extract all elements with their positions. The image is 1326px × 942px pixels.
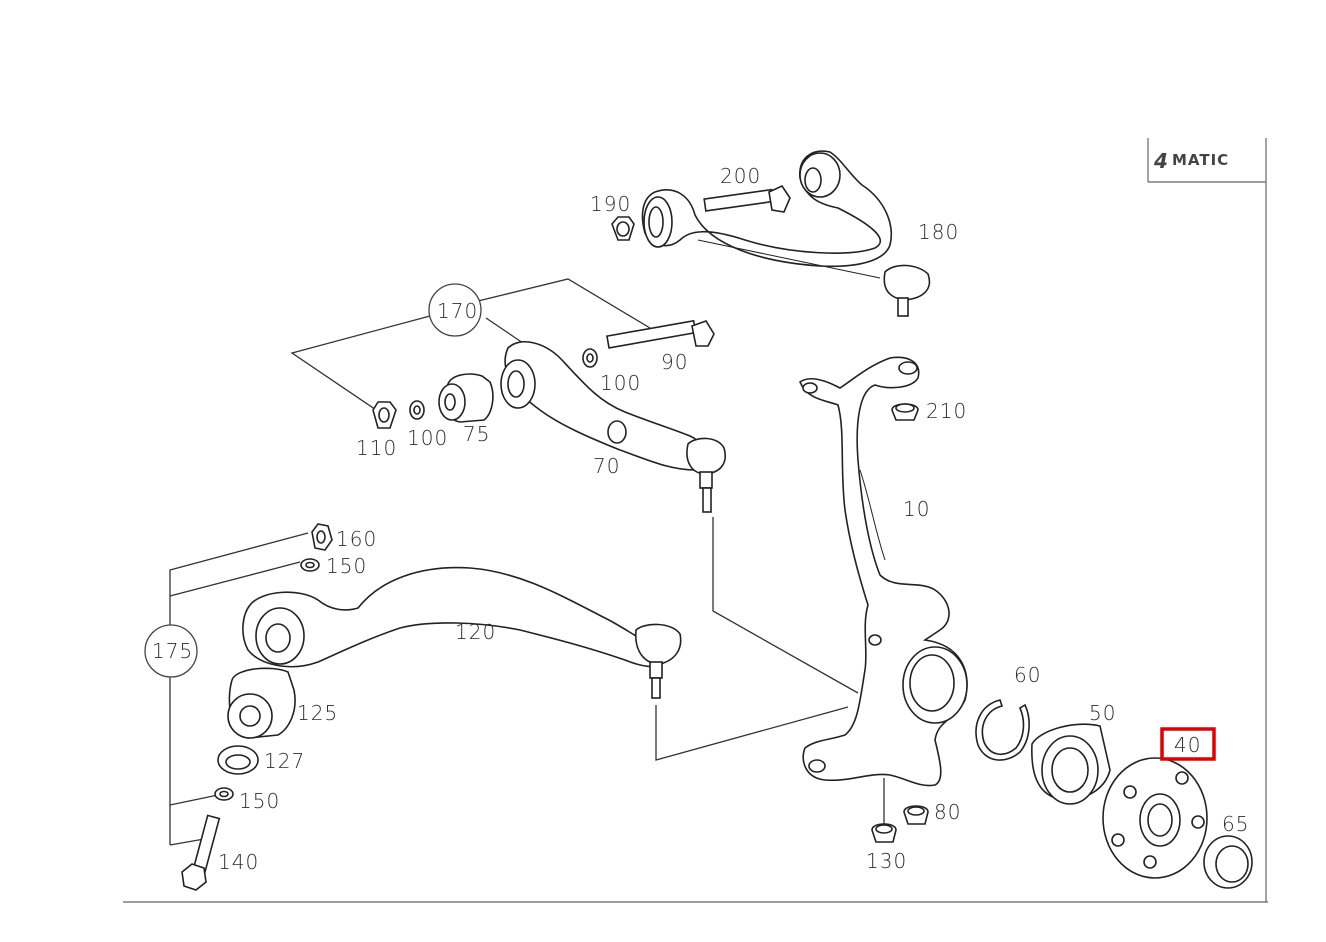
part-number-labels: 200 190 180 170 90 100 210 75 100 110 70…: [152, 164, 1249, 874]
nut-160: [311, 523, 333, 551]
label-150-bottom[interactable]: 150: [239, 789, 280, 813]
badge-number: 4: [1153, 149, 1168, 173]
lower-control-arm-120: [242, 566, 682, 699]
label-40[interactable]: 40: [1174, 733, 1201, 757]
wheel-hub-40: [1102, 757, 1208, 879]
label-10[interactable]: 10: [903, 497, 930, 521]
label-50[interactable]: 50: [1089, 701, 1116, 725]
washer-150-bottom: [214, 787, 234, 801]
nut-190: [611, 216, 635, 241]
label-100-left[interactable]: 100: [407, 426, 448, 450]
snap-ring-60: [975, 699, 1030, 761]
bolt-140: [181, 814, 221, 891]
label-75[interactable]: 75: [463, 422, 490, 446]
part-40-highlight-box[interactable]: [1160, 727, 1216, 761]
bolt-90: [606, 319, 715, 349]
washer-100-left: [409, 400, 425, 420]
label-80[interactable]: 80: [934, 800, 961, 824]
washer-100-right: [582, 348, 598, 368]
label-200[interactable]: 200: [720, 164, 761, 188]
label-120[interactable]: 120: [455, 620, 496, 644]
nut-130: [871, 823, 897, 843]
label-110[interactable]: 110: [356, 436, 397, 460]
label-70[interactable]: 70: [593, 454, 620, 478]
label-60[interactable]: 60: [1014, 663, 1041, 687]
label-175[interactable]: 175: [152, 639, 193, 663]
steering-knuckle-10: [799, 356, 968, 787]
nut-80: [903, 805, 929, 825]
tension-strut-70: [500, 340, 726, 513]
bushing-125: [227, 667, 296, 739]
label-150-top[interactable]: 150: [326, 554, 367, 578]
upper-control-arm-180: [641, 150, 931, 317]
label-127[interactable]: 127: [264, 749, 305, 773]
cap-65: [1203, 835, 1253, 889]
nut-210: [891, 403, 919, 421]
group-circle-170: [428, 283, 482, 337]
4matic-badge: 4 MATIC: [1147, 138, 1266, 183]
label-190[interactable]: 190: [590, 192, 631, 216]
washer-150-top: [300, 558, 320, 572]
label-125[interactable]: 125: [297, 701, 338, 725]
bushing-75: [438, 373, 494, 423]
group-callouts: [144, 283, 482, 678]
label-90[interactable]: 90: [661, 350, 688, 374]
label-180[interactable]: 180: [918, 220, 959, 244]
label-160[interactable]: 160: [336, 527, 377, 551]
bearing-127: [217, 745, 259, 775]
label-170[interactable]: 170: [437, 299, 478, 323]
label-100-right[interactable]: 100: [600, 371, 641, 395]
badge-text: MATIC: [1172, 151, 1229, 169]
label-210[interactable]: 210: [926, 399, 967, 423]
label-140[interactable]: 140: [218, 850, 259, 874]
label-130[interactable]: 130: [866, 849, 907, 873]
group-circle-175: [144, 624, 198, 678]
bolt-200: [703, 184, 791, 213]
wheel-bearing-50: [1031, 723, 1111, 805]
nut-110: [372, 401, 397, 429]
label-65[interactable]: 65: [1222, 812, 1249, 836]
leader-lines: [169, 278, 885, 846]
diagram-frame: [123, 138, 1268, 903]
